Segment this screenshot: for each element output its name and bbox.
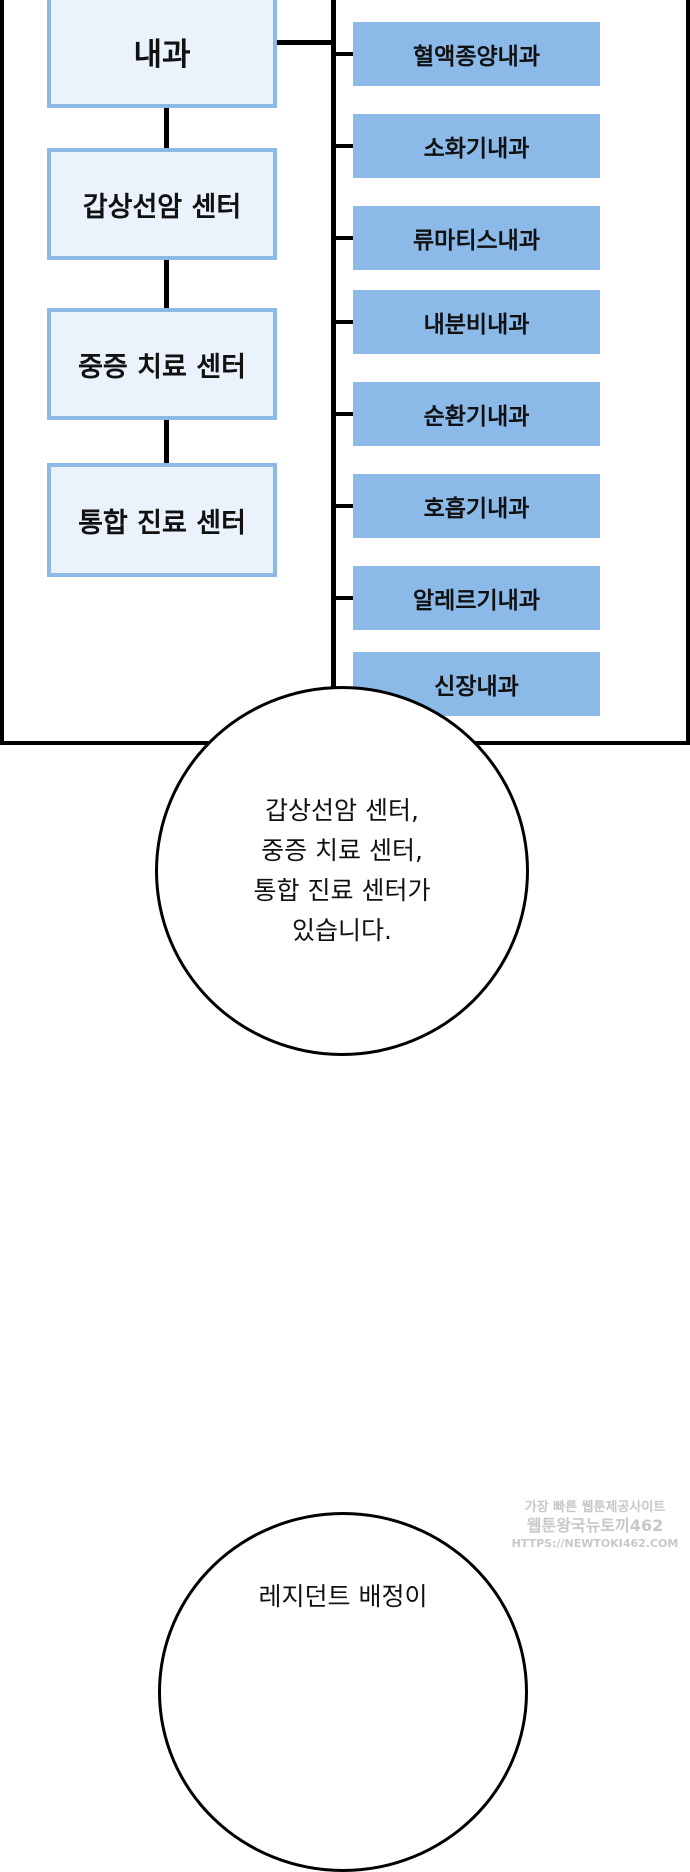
connector-line	[164, 108, 169, 148]
tick	[333, 596, 353, 600]
bubble-line: 레지던트 배정이	[258, 1582, 428, 1611]
center-box: 통합 진료 센터	[47, 463, 277, 577]
sub-department-box: 혈액종양내과	[353, 22, 600, 86]
tick	[333, 144, 353, 148]
tick	[333, 504, 353, 508]
tick	[333, 320, 353, 324]
sub-department-box: 내분비내과	[353, 290, 600, 354]
watermark-line: HTTPS://NEWTOKI462.COM	[511, 1537, 679, 1550]
tick	[333, 52, 353, 56]
center-box: 갑상선암 센터	[47, 148, 277, 260]
connector-line	[164, 420, 169, 463]
center-box: 중증 치료 센터	[47, 308, 277, 420]
bubble-line: 통합 진료 센터가	[253, 876, 431, 905]
watermark-line: 웹툰왕국뉴토끼462	[526, 1516, 664, 1535]
sub-department-box: 호흡기내과	[353, 474, 600, 538]
sub-department-box: 소화기내과	[353, 114, 600, 178]
connector-line	[164, 260, 169, 308]
watermark: 가장 빠른 웹툰제공사이트 웹툰왕국뉴토끼462 HTTPS://NEWTOKI…	[510, 1500, 680, 1552]
sub-department-box: 순환기내과	[353, 382, 600, 446]
bubble-line: 갑상선암 센터,	[265, 796, 419, 825]
bubble-line: 있습니다.	[292, 916, 392, 945]
bubble-line: 중증 치료 센터,	[261, 836, 423, 865]
connector-line	[277, 40, 333, 45]
tick	[333, 412, 353, 416]
sub-department-box: 류마티스내과	[353, 206, 600, 270]
speech-bubble: 레지던트 배정이	[158, 1512, 528, 1872]
watermark-line: 가장 빠른 웹툰제공사이트	[524, 1500, 666, 1515]
trunk-line	[331, 0, 336, 745]
tick	[333, 236, 353, 240]
sub-department-box: 알레르기내과	[353, 566, 600, 630]
main-department-box: 내과	[47, 0, 277, 108]
speech-bubble: 갑상선암 센터, 중증 치료 센터, 통합 진료 센터가 있습니다.	[155, 686, 529, 1056]
